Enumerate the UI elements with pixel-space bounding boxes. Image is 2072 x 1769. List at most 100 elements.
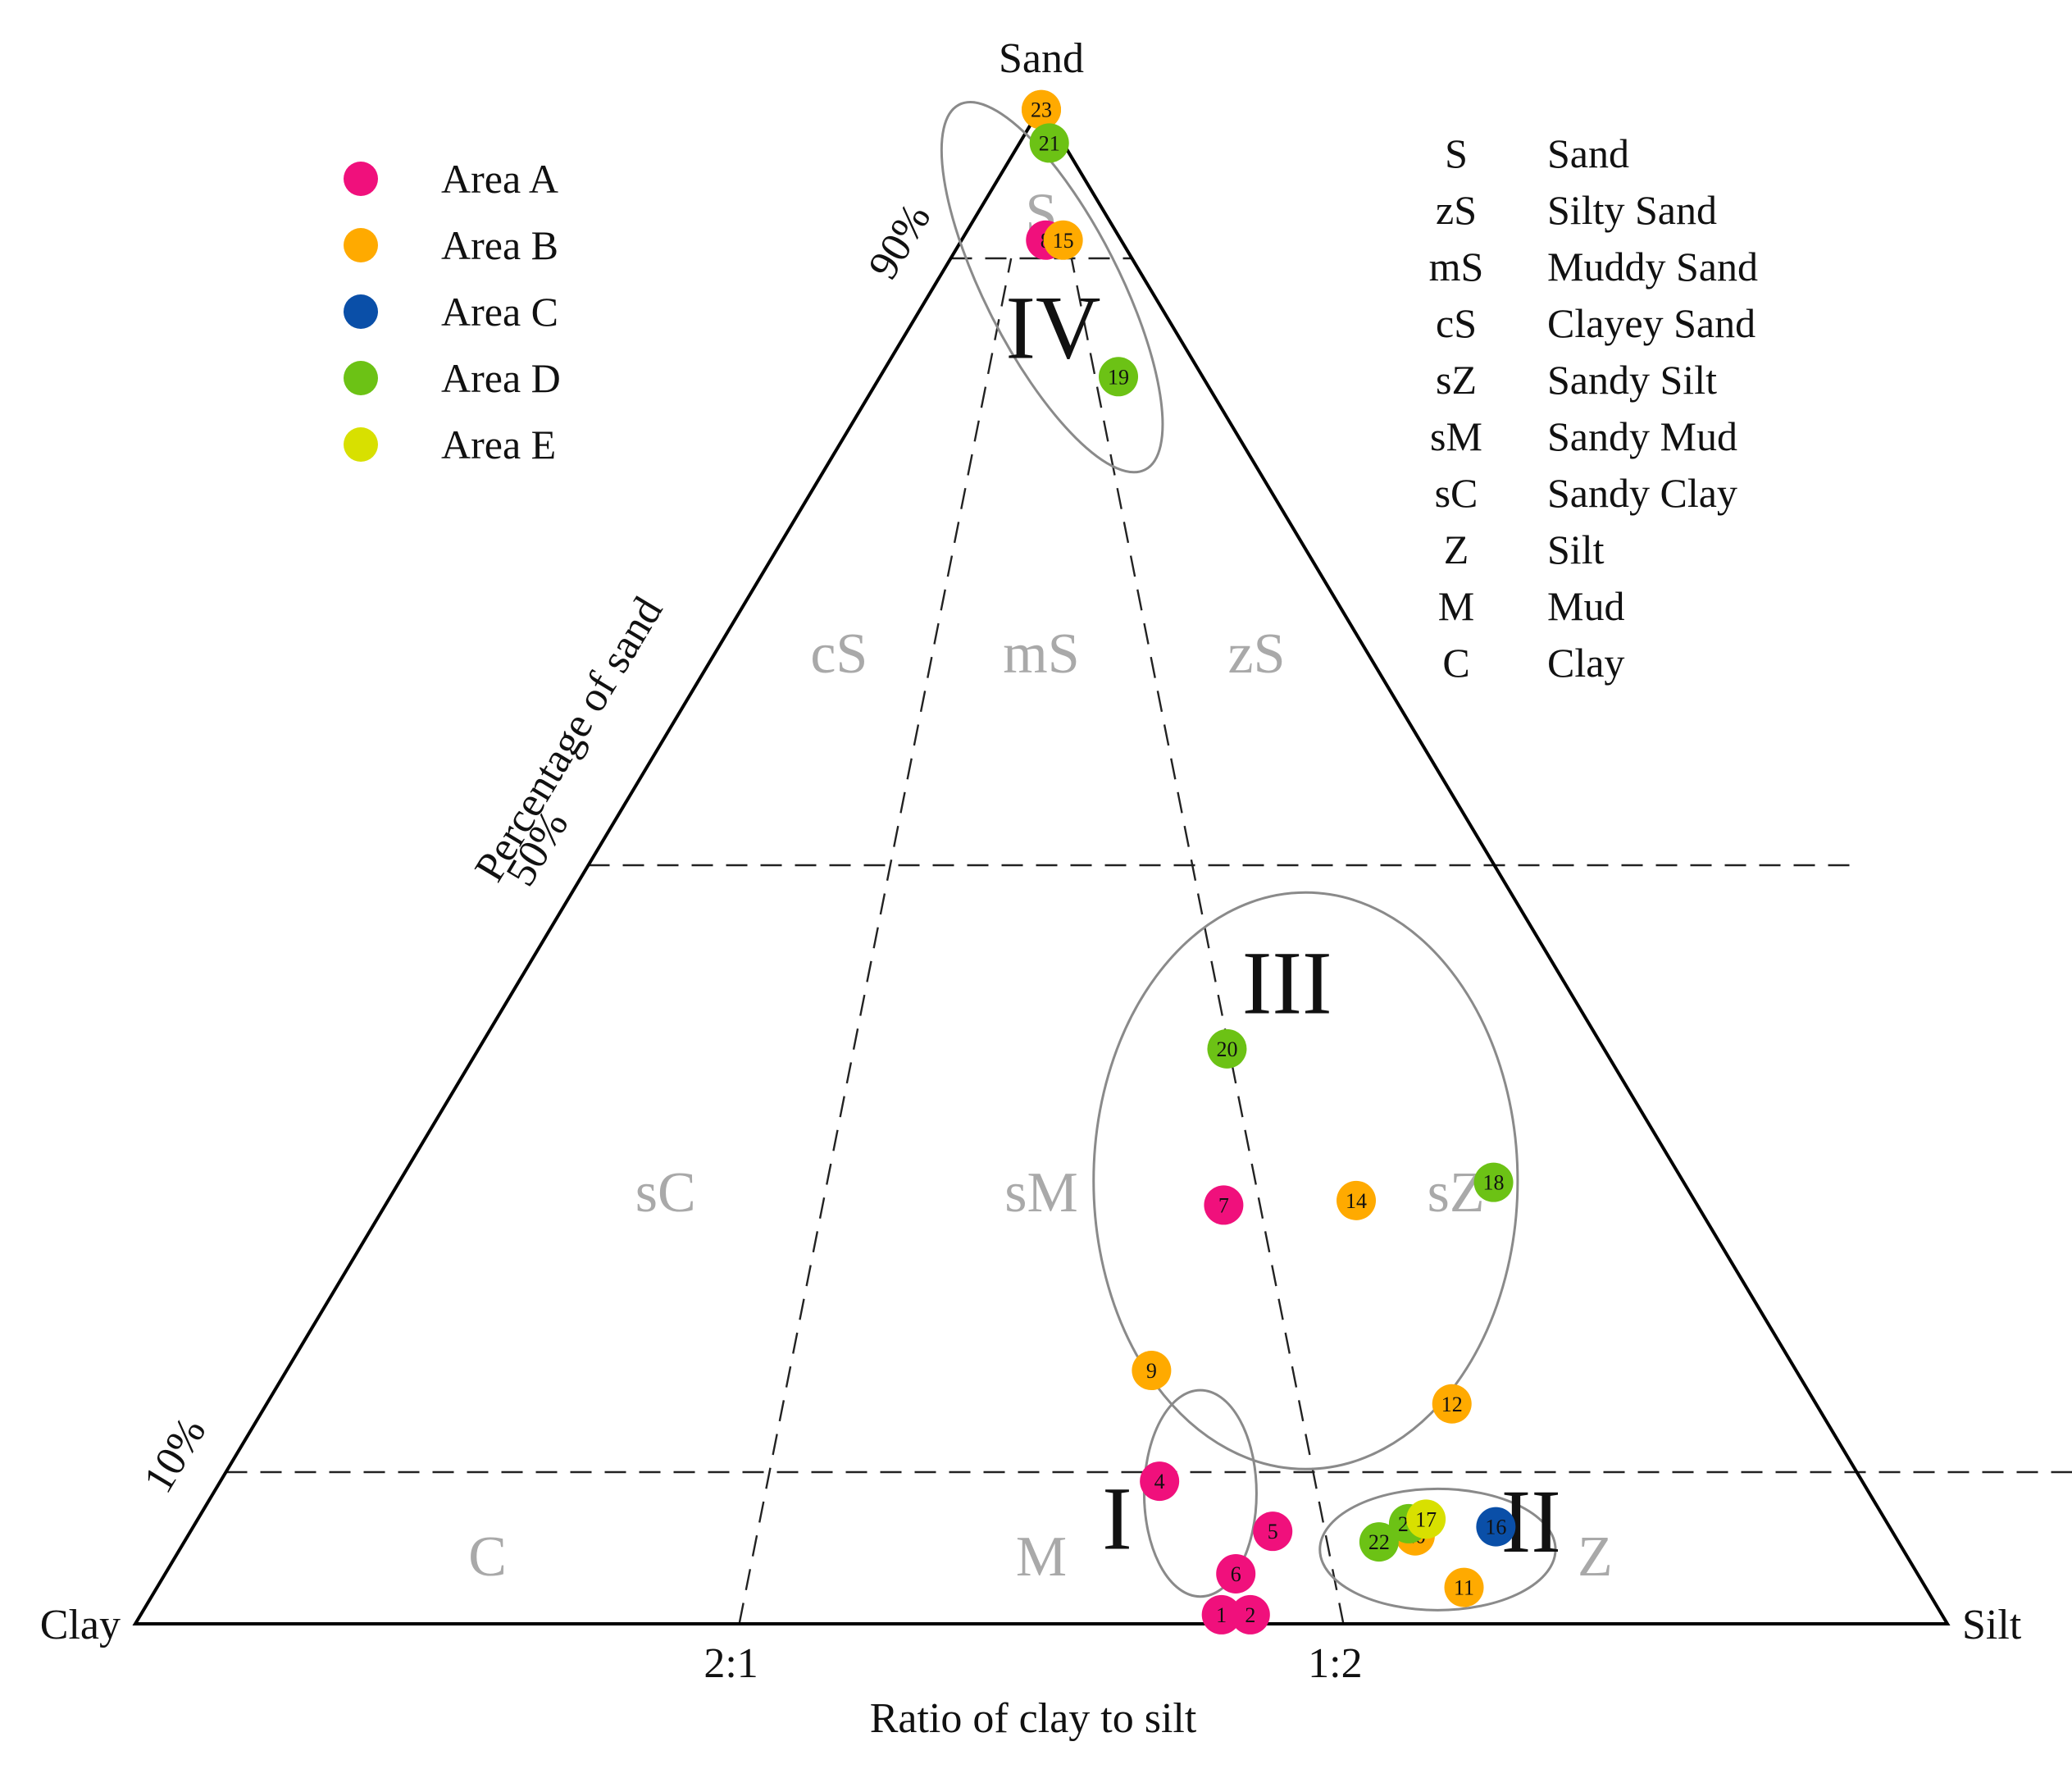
legend-label: Area A	[441, 156, 558, 202]
zone-label: cS	[810, 622, 868, 686]
sample-point-label: 16	[1485, 1516, 1506, 1539]
key-code: S	[1445, 130, 1468, 176]
sample-point-label: 11	[1454, 1576, 1474, 1600]
sample-point	[1204, 1185, 1244, 1225]
sample-point	[1444, 1567, 1484, 1607]
sample-point-label: 17	[1415, 1507, 1437, 1531]
legend-label: Area C	[441, 289, 558, 335]
sample-points: 12456789101112131415231618192021222417	[1022, 89, 1516, 1635]
sample-point	[1406, 1499, 1446, 1539]
sample-point	[1132, 1351, 1172, 1391]
ratio-line	[738, 258, 1013, 1625]
sample-point	[1029, 123, 1069, 163]
vertex-label-silt: Silt	[1962, 1602, 2022, 1648]
zone-label: mS	[1003, 622, 1079, 686]
sample-point-label: 9	[1146, 1359, 1157, 1383]
sample-point	[1253, 1511, 1293, 1552]
zone-label: zS	[1228, 622, 1286, 686]
zone-label: sZ	[1428, 1161, 1485, 1224]
zone-label: sM	[1004, 1161, 1077, 1224]
legend-label: Area E	[441, 422, 556, 467]
sample-point-label: 7	[1218, 1193, 1229, 1217]
key-code: M	[1438, 583, 1474, 629]
key-code: mS	[1429, 244, 1484, 290]
legend-marker	[344, 427, 378, 462]
zone-label: M	[1016, 1525, 1067, 1589]
sample-point-label: 21	[1039, 131, 1060, 155]
sample-point	[1207, 1028, 1247, 1069]
ratio-tick-label: 2:1	[704, 1640, 758, 1687]
sample-point-label: 23	[1031, 98, 1052, 122]
sample-point	[1432, 1384, 1472, 1424]
sample-point	[1216, 1553, 1256, 1593]
key-code: zS	[1436, 187, 1477, 233]
key-code: sM	[1430, 413, 1482, 459]
sample-point	[1337, 1180, 1377, 1220]
group-label: I	[1102, 1469, 1132, 1569]
sample-point	[1473, 1162, 1514, 1202]
sample-point	[1359, 1522, 1399, 1562]
key-name: Silty Sand	[1547, 187, 1717, 233]
legend-marker	[344, 162, 378, 196]
sample-point-label: 14	[1346, 1189, 1367, 1213]
x-axis-title: Ratio of clay to silt	[870, 1695, 1197, 1742]
group-label: III	[1242, 932, 1332, 1033]
sample-point-label: 12	[1441, 1393, 1463, 1416]
sample-point	[1201, 1594, 1241, 1635]
sand-tick-label: 10%	[134, 1410, 215, 1501]
sample-point	[1230, 1594, 1270, 1635]
class-key: S Sand zS Silty Sand mS Muddy Sand cS Clayey Sa…	[1429, 130, 1758, 686]
zone-label: sC	[635, 1161, 696, 1224]
key-code: C	[1442, 640, 1469, 686]
sample-point-label: 22	[1368, 1530, 1390, 1554]
y-axis-title: Percentage of sand	[466, 590, 672, 890]
sample-point-label: 19	[1108, 365, 1129, 389]
key-name: Sand	[1547, 130, 1629, 176]
key-code: Z	[1444, 527, 1469, 572]
group-ellipse	[1092, 891, 1519, 1470]
sample-point	[1099, 357, 1139, 397]
key-name: Sandy Mud	[1547, 413, 1737, 459]
legend-marker	[344, 361, 378, 395]
zone-label: C	[468, 1525, 507, 1589]
group-ellipse	[940, 101, 1164, 474]
group-ellipse	[1318, 1487, 1557, 1612]
vertex-label-sand: Sand	[999, 35, 1084, 82]
sand-tick-label: 90%	[859, 196, 940, 287]
ratio-tick-label: 1:2	[1308, 1640, 1362, 1687]
key-name: Mud	[1547, 583, 1624, 629]
legend-label: Area D	[441, 355, 561, 401]
key-code: sC	[1435, 470, 1478, 516]
sample-point-label: 18	[1483, 1171, 1505, 1195]
sample-point	[1476, 1507, 1516, 1547]
sample-point	[1140, 1461, 1180, 1502]
key-name: Sandy Silt	[1547, 357, 1717, 403]
key-code: cS	[1436, 300, 1477, 346]
group-label: IV	[1005, 277, 1100, 377]
triangle-frame	[132, 103, 1951, 1625]
sample-point-label: 4	[1154, 1470, 1165, 1493]
sample-point-label: 1	[1216, 1603, 1227, 1627]
vertex-label-clay: Clay	[40, 1602, 121, 1648]
sample-point-label: 20	[1216, 1037, 1237, 1061]
key-name: Muddy Sand	[1547, 244, 1758, 290]
key-name: Silt	[1547, 527, 1605, 572]
sample-point	[1022, 89, 1061, 130]
legend: Area A Area B Area C Area D Area E	[344, 156, 561, 467]
zone-label: Z	[1578, 1525, 1613, 1589]
key-name: Clay	[1547, 640, 1624, 686]
sample-point	[1043, 220, 1083, 260]
key-name: Clayey Sand	[1547, 300, 1756, 346]
key-name: Sandy Clay	[1547, 470, 1737, 516]
legend-label: Area B	[441, 222, 558, 268]
sample-point-label: 15	[1053, 229, 1074, 253]
sample-point-label: 6	[1231, 1562, 1241, 1586]
triangle-outline	[132, 103, 1951, 1625]
legend-marker	[344, 228, 378, 262]
sample-point-label: 2	[1245, 1603, 1255, 1627]
